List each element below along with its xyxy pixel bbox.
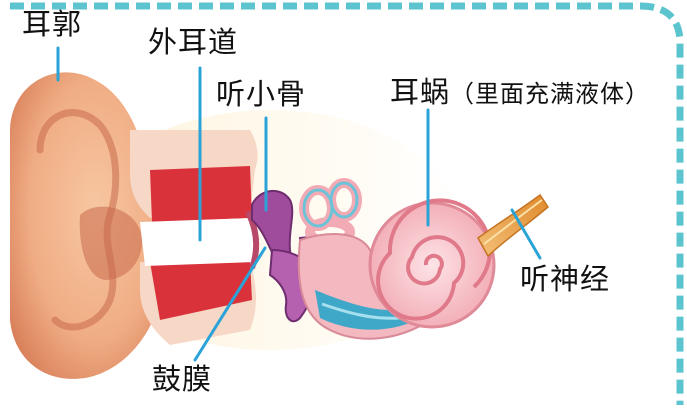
label-auditory-nerve: 听神经 — [520, 265, 610, 294]
ear-canal-tube — [140, 218, 256, 266]
label-ossicles: 听小骨 — [216, 80, 306, 109]
label-cochlea-note: （里面充满液体） — [450, 80, 650, 108]
label-cochlea-name: 耳蜗 — [390, 75, 450, 109]
label-cochlea: 耳蜗（里面充满液体） — [390, 78, 650, 107]
label-auricle: 耳郭 — [22, 10, 82, 39]
label-eardrum: 鼓膜 — [152, 365, 212, 394]
label-ear-canal: 外耳道 — [148, 28, 238, 57]
